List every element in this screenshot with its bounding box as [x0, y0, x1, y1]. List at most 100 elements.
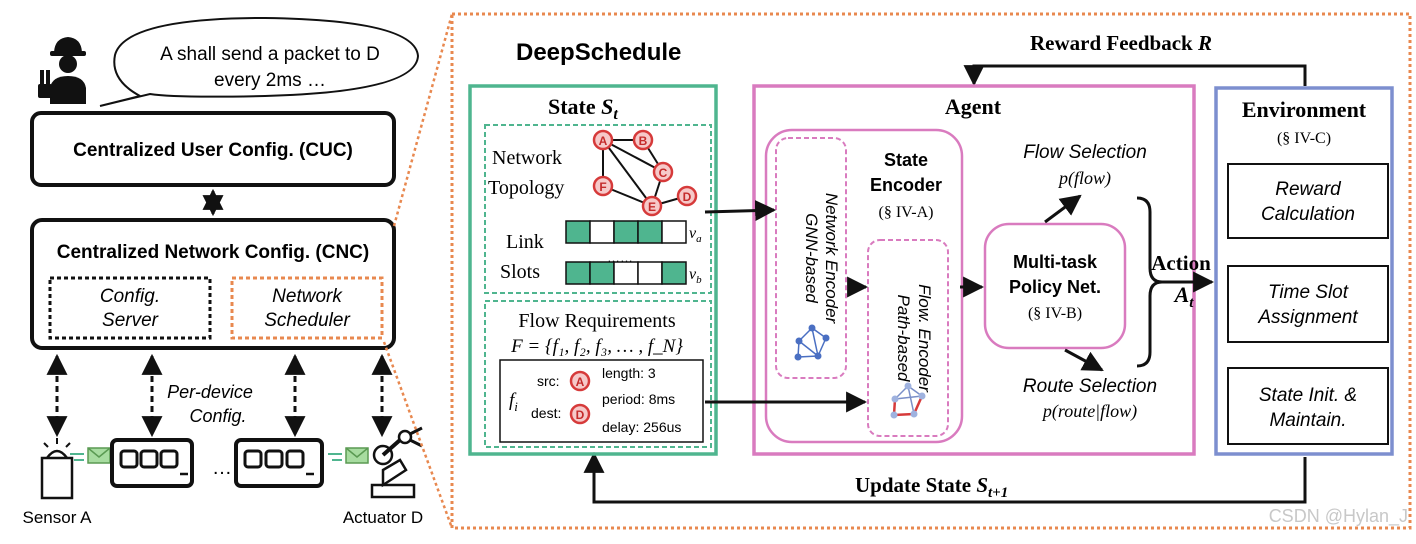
path-graph-icon	[890, 382, 926, 419]
va-label: va	[689, 225, 702, 245]
per-device-line-1: Per-device	[167, 382, 253, 402]
route-prob-label: p(route|flow)	[1041, 401, 1137, 422]
path-line-1: Path-based	[894, 295, 913, 382]
network-scheduler-line-2: Scheduler	[264, 310, 350, 331]
state-init-line-2: Maintain.	[1269, 410, 1346, 431]
gnn-line-2: Network Encoder	[822, 193, 841, 325]
per-device-line-2: Config.	[189, 406, 246, 426]
packet-icon	[328, 447, 369, 464]
state-panel	[468, 84, 718, 456]
policy-line-2: Policy Net.	[1009, 277, 1101, 297]
node-e: E	[648, 200, 656, 214]
route-selection-label: Route Selection	[1023, 376, 1157, 397]
src-node-label: A	[576, 375, 585, 389]
agent-title: Agent	[945, 94, 1002, 119]
period-label: period: 8ms	[602, 391, 675, 407]
robot-arm-icon	[370, 426, 423, 499]
flow-selection-label: Flow Selection	[1023, 142, 1147, 163]
action-brace	[1136, 196, 1163, 368]
time-slot-line-1: Time Slot	[1268, 282, 1349, 303]
policy-net-box	[983, 222, 1127, 350]
node-f: F	[599, 180, 606, 194]
sensor-label: Sensor A	[23, 508, 93, 527]
config-server-line-2: Server	[102, 310, 159, 331]
engineer-icon	[38, 37, 86, 104]
cuc-label: Centralized User Config. (CUC)	[73, 140, 353, 161]
length-label: length: 3	[602, 365, 656, 381]
policy-ref: (§ IV-B)	[1028, 305, 1082, 322]
dest-label: dest:	[531, 405, 561, 421]
flow-detail-box	[499, 359, 704, 443]
state-init-box	[1227, 367, 1389, 445]
flow-set-label: F = {f₁, f₂, f₃, … , f_N}	[510, 336, 683, 357]
state-encoder-line-1: State	[884, 150, 928, 170]
dest-node-label: D	[576, 408, 585, 422]
action-symbol: At	[1173, 282, 1195, 311]
speech-line-2: every 2ms …	[214, 70, 326, 91]
actuator-label: Actuator D	[343, 508, 423, 527]
node-b: B	[639, 134, 648, 148]
gnn-line-1: GNN-based	[802, 213, 821, 303]
policy-to-flow-arrow	[1044, 194, 1082, 224]
node-a: A	[599, 134, 608, 148]
environment-title: Environment	[1242, 97, 1367, 122]
node-d: D	[683, 190, 692, 204]
delay-label: delay: 256us	[602, 419, 681, 435]
agent-panel	[752, 84, 1196, 456]
config-server-box	[48, 276, 212, 340]
network-state-box	[484, 124, 712, 294]
device-ellipsis: …	[212, 457, 232, 479]
network-label: Network	[492, 147, 562, 169]
reward-feedback-label: Reward Feedback R	[1030, 31, 1212, 55]
flow-prob-label: p(flow)	[1057, 168, 1111, 189]
node-c: C	[659, 166, 668, 180]
state-init-line-1: State Init. &	[1259, 385, 1357, 406]
state-title: State St	[548, 94, 618, 123]
zoom-line-bottom	[382, 341, 454, 529]
flow-requirements-box	[484, 300, 712, 448]
sensor-icon	[40, 438, 74, 500]
action-label: Action	[1151, 251, 1211, 275]
policy-to-route-arrow	[1064, 348, 1104, 372]
time-slot-box	[1227, 265, 1389, 343]
path-line-2: Flow. Encoder	[915, 284, 934, 393]
gnn-encoder-box	[775, 137, 847, 379]
reward-calc-line-1: Reward	[1275, 179, 1342, 200]
cnc-box	[30, 218, 396, 350]
watermark: CSDN @Hylan_J	[1269, 506, 1408, 527]
slot-row-a	[565, 220, 687, 244]
link-label: Link	[506, 231, 544, 253]
fi-label: fi	[509, 390, 518, 414]
policy-line-1: Multi-task	[1013, 252, 1098, 272]
network-scheduler-line-1: Network	[272, 286, 343, 307]
zoom-line-top	[392, 13, 454, 227]
path-encoder-box	[867, 239, 949, 437]
slot-row-b	[565, 261, 687, 285]
flow-requirements-label: Flow Requirements	[518, 310, 675, 332]
speech-bubble: A shall send a packet to D every 2ms …	[99, 16, 420, 107]
cuc-box	[30, 111, 396, 187]
update-state-label: Update State St+1	[855, 473, 1008, 501]
reward-calc-box	[1227, 163, 1389, 239]
packet-icon	[70, 447, 111, 464]
time-slot-line-2: Assignment	[1257, 307, 1358, 328]
deepschedule-title: DeepSchedule	[516, 39, 681, 66]
src-node	[569, 370, 591, 392]
config-server-line-1: Config.	[100, 286, 160, 307]
reward-calc-line-2: Calculation	[1261, 204, 1355, 225]
cnc-label: Centralized Network Config. (CNC)	[57, 242, 369, 263]
switch-icon	[234, 438, 324, 488]
slots-label: Slots	[500, 261, 540, 283]
vb-label: vb	[689, 266, 702, 286]
topology-graph: A B C D E F	[592, 129, 698, 217]
topology-label: Topology	[488, 177, 564, 199]
deepschedule-frame	[450, 12, 1412, 530]
speech-line-1: A shall send a packet to D	[160, 44, 380, 65]
environment-panel	[1214, 86, 1394, 456]
state-encoder-ref: (§ IV-A)	[879, 204, 934, 221]
reward-feedback-arrow	[963, 64, 1307, 87]
dest-node	[569, 403, 591, 425]
update-state-arrow	[583, 451, 1307, 504]
src-label: src:	[537, 373, 560, 389]
